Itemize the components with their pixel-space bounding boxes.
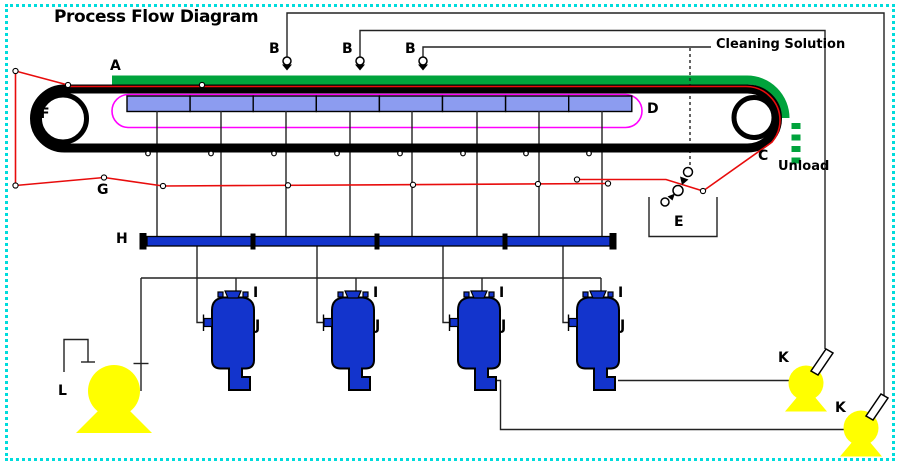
label-b2: B — [342, 41, 353, 57]
manifold-flange — [502, 233, 508, 250]
cloth-guide-rollers — [12, 67, 707, 195]
label-b3: B — [405, 41, 416, 57]
manifold-flange — [374, 233, 380, 250]
label-i2: I — [373, 285, 379, 301]
receiver-tank — [202, 290, 255, 391]
label-j3: J — [501, 318, 507, 334]
label-j2: J — [375, 318, 381, 334]
manifold-end-cap — [609, 233, 617, 250]
cloth-bottom-run — [15, 176, 609, 187]
manifold-tap-pipe — [196, 246, 204, 324]
vacuum-box-segments — [126, 95, 633, 113]
vacuum-pump-l — [76, 365, 152, 433]
vacuum-box — [111, 93, 643, 129]
spray-nozzles-b — [281, 56, 429, 72]
label-i3: I — [499, 285, 505, 301]
pump-k1 — [785, 365, 827, 412]
spray-nozzle-icon — [417, 56, 429, 72]
cloth-wash-run — [577, 178, 704, 192]
receiver-tank — [322, 290, 375, 391]
pump-k2 — [840, 410, 882, 457]
wash-catch-pan — [648, 197, 718, 238]
spray-b1-supply-pipe — [286, 12, 885, 396]
label-g: G — [97, 182, 109, 198]
label-l: L — [58, 383, 67, 399]
label-i1: I — [253, 285, 259, 301]
manifold-tap-pipe — [442, 246, 450, 324]
conveyor-belt — [30, 84, 782, 153]
manifold-tap-pipe — [562, 246, 569, 324]
label-k1: K — [778, 350, 789, 366]
label-f: F — [40, 106, 50, 122]
pump-l-vent-pipe — [63, 338, 89, 372]
unload-label: Unload — [778, 159, 830, 174]
label-h: H — [116, 231, 128, 247]
pulley-f — [37, 92, 89, 145]
receiver-tank — [448, 290, 501, 391]
pump-k1-duct — [809, 348, 835, 376]
wash-spray-icon — [680, 176, 689, 185]
label-c: C — [758, 148, 769, 164]
wash-water-line — [112, 75, 790, 119]
filtrate-manifold — [139, 233, 617, 250]
belt-rollers — [145, 150, 592, 157]
manifold-end-cap — [139, 233, 147, 250]
spray-nozzle-icon — [281, 56, 293, 72]
cloth-wash-station — [660, 166, 694, 207]
spray-nozzle-icon — [354, 56, 366, 72]
page-title: Process Flow Diagram — [54, 7, 259, 27]
spray-b2-supply-pipe — [359, 29, 826, 349]
cleaning-solution-label: Cleaning Solution — [716, 37, 846, 52]
wash-nozzle-icon — [682, 166, 694, 178]
pump-discharge-ducts — [809, 348, 890, 421]
pump-k2-suction-pipe — [496, 379, 844, 431]
pump-k2-duct — [864, 393, 890, 421]
label-k2: K — [835, 400, 846, 416]
belt-loop — [30, 84, 782, 153]
receiver-tanks — [202, 290, 620, 391]
label-i4: I — [618, 285, 624, 301]
label-j4: J — [620, 318, 626, 334]
label-a: A — [110, 58, 121, 74]
manifold-tap-pipe — [316, 246, 324, 324]
label-e: E — [674, 214, 684, 230]
label-b1: B — [269, 41, 280, 57]
wash-nozzle-icon — [660, 197, 670, 207]
pipe-network — [63, 12, 885, 431]
cloth-top-run — [68, 85, 781, 192]
pulley-right — [731, 95, 777, 140]
pumps — [76, 365, 882, 457]
manifold-flange — [250, 233, 256, 250]
wash-spray-icon — [667, 193, 675, 201]
label-d: D — [647, 101, 659, 117]
receiver-tank — [567, 290, 620, 391]
label-j1: J — [255, 318, 261, 334]
spray-b3-supply-pipe — [422, 46, 711, 57]
tank-top-pipes — [235, 278, 602, 291]
filter-cloth-path — [14, 69, 781, 192]
wash-roller-icon — [672, 184, 684, 197]
